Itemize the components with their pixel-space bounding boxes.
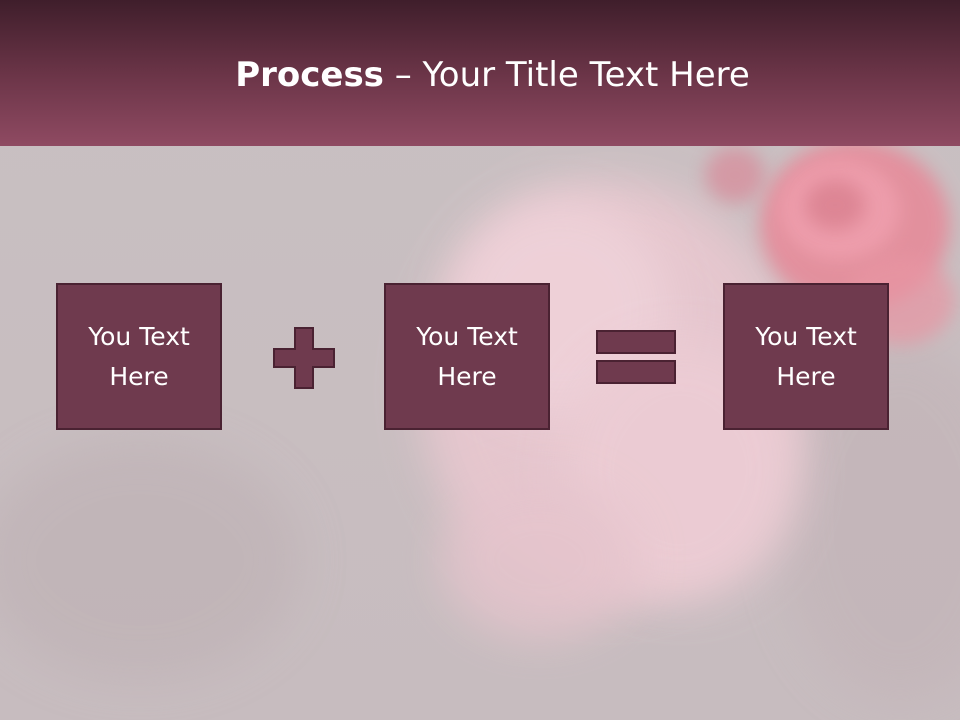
title-bold-part: Process [235, 55, 384, 95]
process-box-3[interactable]: You Text Here [723, 283, 889, 430]
process-box-3-label: You Text Here [755, 321, 857, 391]
plus-icon [273, 327, 335, 389]
process-box-1-label: You Text Here [88, 321, 190, 391]
equals-icon [596, 330, 676, 384]
slide-title: Process – Your Title Text Here [0, 54, 960, 96]
process-box-2-label: You Text Here [416, 321, 518, 391]
title-bar [0, 0, 960, 146]
title-rest-part: – Your Title Text Here [383, 55, 750, 95]
process-box-2[interactable]: You Text Here [384, 283, 550, 430]
process-box-1[interactable]: You Text Here [56, 283, 222, 430]
